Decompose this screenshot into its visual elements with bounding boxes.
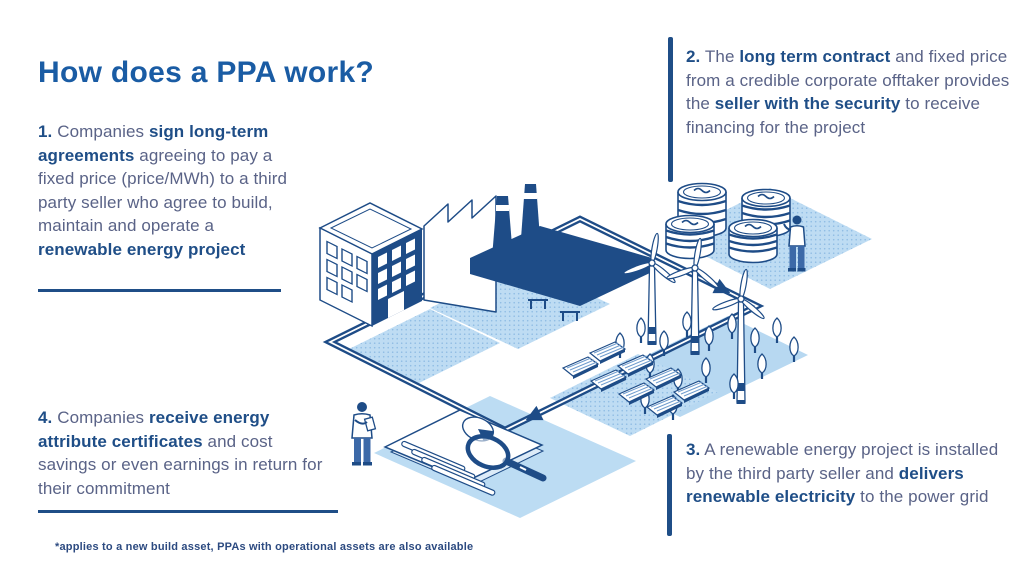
flow-arrow-icon [525, 405, 544, 421]
ppa-illustration [318, 182, 872, 518]
window-grid [326, 240, 368, 304]
fence-icon [560, 311, 580, 321]
step-1-underline [38, 289, 281, 292]
office-building-icon [318, 202, 424, 328]
step-4-text: 4. Companies receive energy attribute ce… [38, 408, 323, 498]
chimney-icon [520, 184, 541, 252]
coin-stacks [665, 182, 791, 264]
building-platform [347, 309, 500, 384]
contract-document-icon [383, 409, 547, 496]
analyst-person-icon [351, 402, 377, 466]
clipboard-icon [363, 416, 377, 432]
fence-icon [528, 299, 548, 309]
coin-stack-icon [665, 214, 715, 260]
factory-icon [423, 184, 652, 321]
investor-person-icon [783, 215, 806, 272]
window-grid [378, 238, 415, 319]
wind-turbine-icon [712, 268, 765, 404]
step-4-underline [38, 510, 338, 513]
flow-arrow-icon [712, 278, 731, 294]
footnote: *applies to a new build asset, PPAs with… [55, 541, 474, 553]
wind-turbines [623, 232, 765, 404]
step-3-bar [667, 434, 672, 536]
document-lines [401, 440, 496, 496]
wind-turbine-icon [623, 232, 676, 345]
step-1-text: 1. Companies sign long-term agreements a… [38, 122, 288, 259]
step-2-text: 2. The long term contract and fixed pric… [686, 47, 1010, 137]
step-2-bar [668, 37, 673, 182]
wind-turbine-icon [666, 237, 719, 355]
coin-stack-icon [728, 218, 778, 264]
step-3-text: 3. A renewable energy project is install… [686, 440, 999, 506]
magnifier-icon [465, 434, 547, 482]
chimney-icon [492, 196, 513, 258]
door [388, 291, 404, 319]
page-title: How does a PPA work? [38, 56, 375, 90]
